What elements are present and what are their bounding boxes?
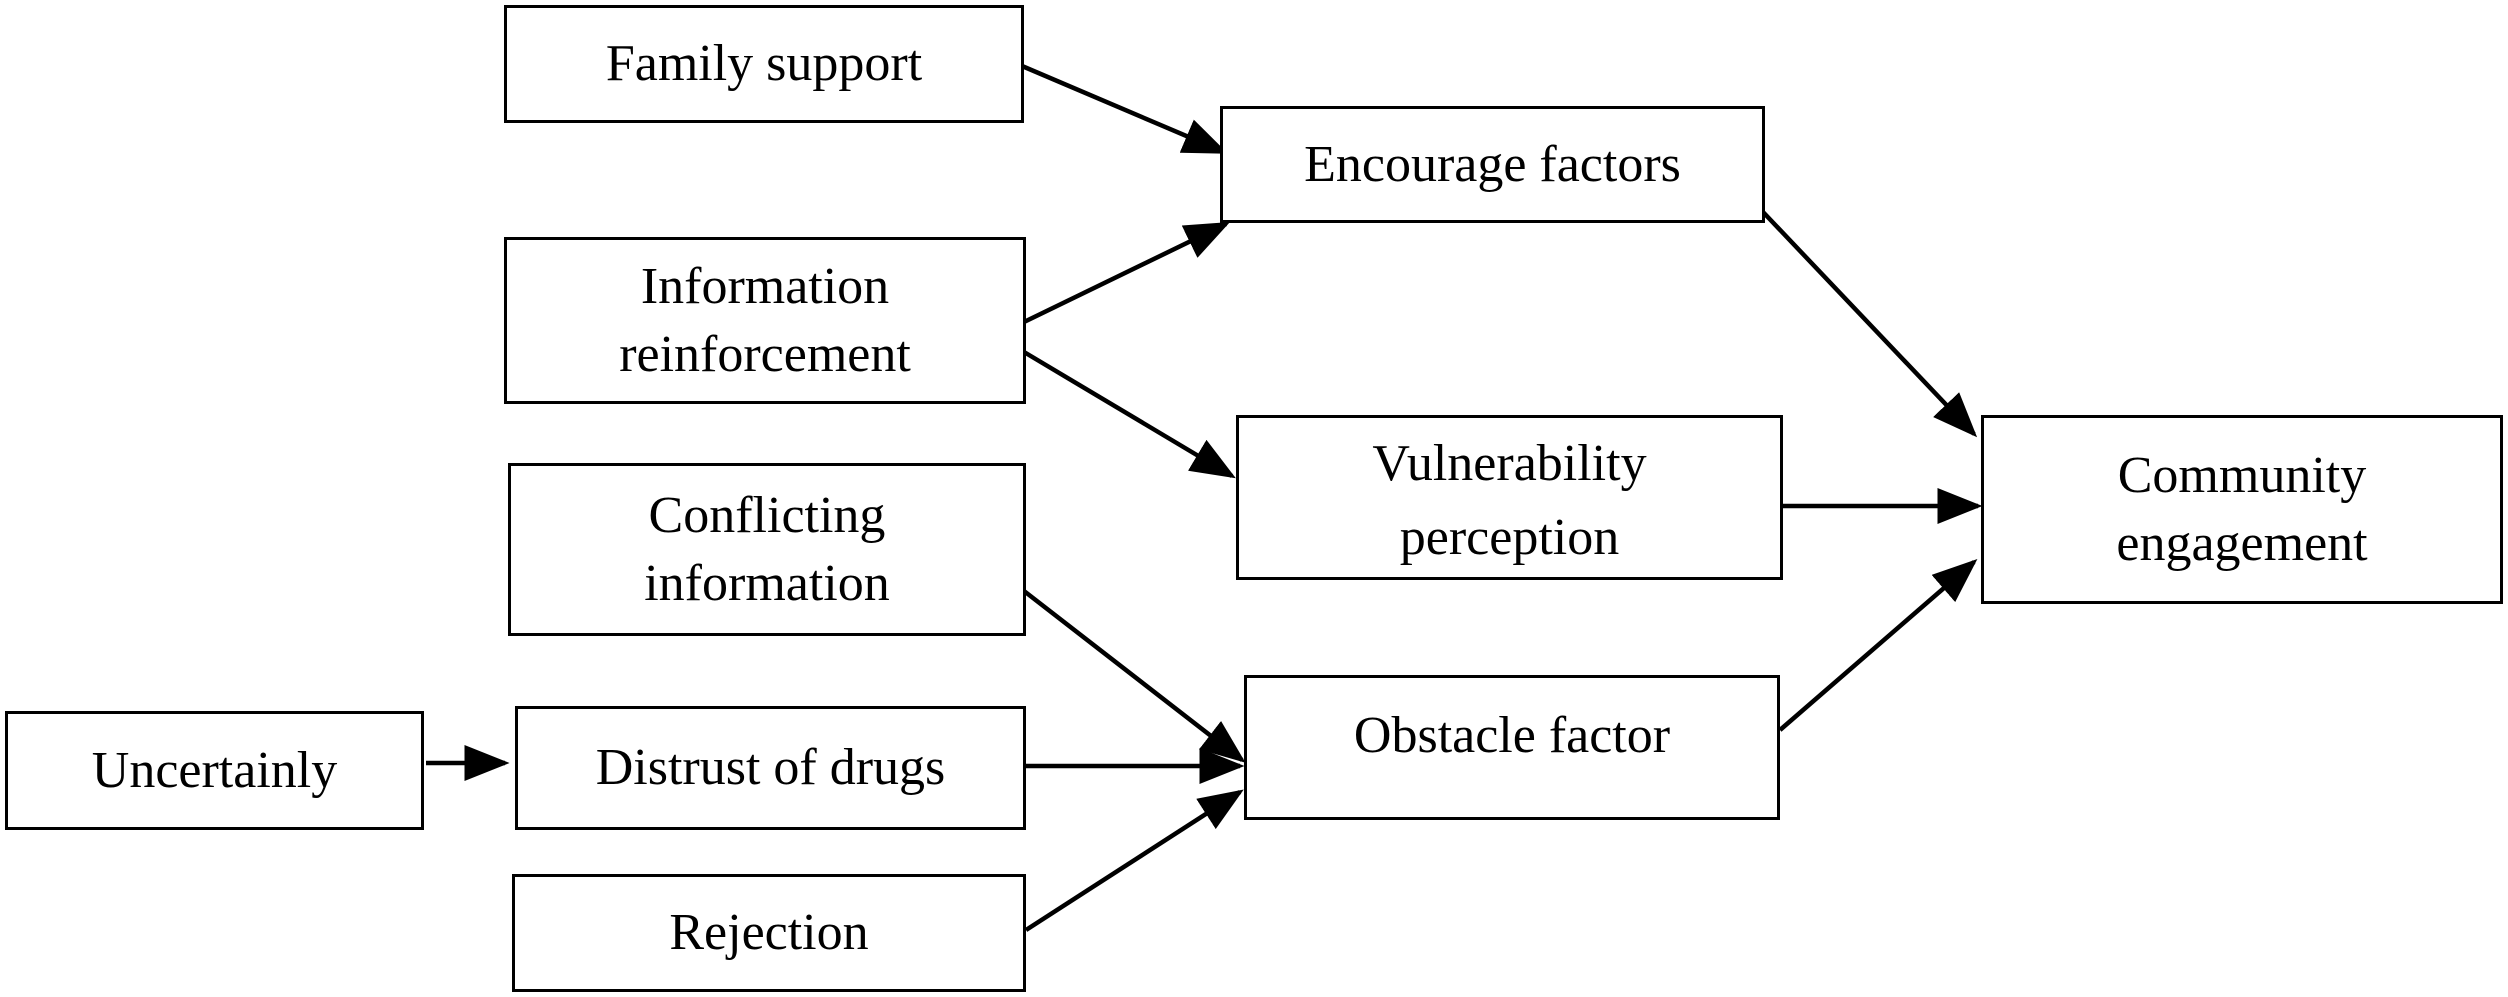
node-distrust-of-drugs: Distrust of drugs (515, 706, 1026, 830)
node-community-engagement: Community engagement (1981, 415, 2503, 604)
node-label-line-2: perception (1399, 508, 1620, 566)
node-label-line-1: Information (640, 257, 890, 315)
node-label: Rejection (669, 904, 869, 961)
node-label: Obstacle factor (1353, 707, 1671, 764)
node-vulnerability-perception: Vulnerability perception (1236, 415, 1783, 580)
node-label: Distrust of drugs (595, 739, 946, 796)
node-rejection: Rejection (512, 874, 1026, 992)
edge-encourage-to-community (1761, 210, 1978, 438)
edge-family-to-encourage (1021, 63, 1229, 155)
node-uncertainly: Uncertainly (5, 711, 424, 830)
node-label-line-2: information (644, 554, 890, 612)
node-label: Uncertainly (91, 741, 338, 799)
node-conflicting-information: Conflicting information (508, 463, 1026, 636)
edge-rejection-to-obstacle (1024, 789, 1244, 932)
edge-obstacle-to-community (1778, 559, 1978, 732)
node-obstacle-factor: Obstacle factor (1244, 675, 1780, 820)
node-information-reinforcement: Information reinforcement (504, 237, 1026, 404)
node-family-support: Family support (504, 5, 1024, 123)
edge-conflicting-to-obstacle (1022, 589, 1246, 763)
node-label: Encourage factors (1304, 135, 1681, 193)
node-encourage-factors: Encourage factors (1220, 106, 1765, 223)
node-label: Family support (605, 35, 923, 92)
edge-info-to-encourage (1023, 221, 1231, 325)
node-label-line-1: Vulnerability (1372, 434, 1647, 492)
edge-info-to-vulnerability (1022, 350, 1236, 479)
node-label-line-2: reinforcement (619, 325, 911, 383)
node-label-line-2: engagement (2116, 514, 2368, 572)
node-label-line-1: Community (2117, 446, 2367, 504)
node-label-line-1: Conflicting (648, 486, 886, 544)
